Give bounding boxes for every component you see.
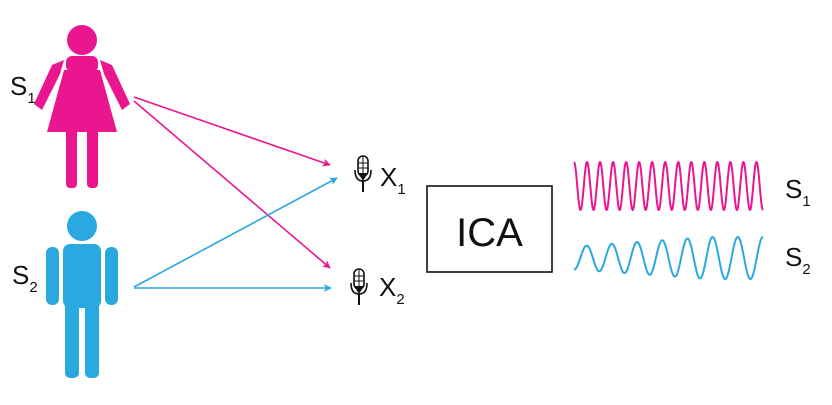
ica-box	[426, 185, 553, 273]
man-figure-icon	[46, 211, 118, 378]
source-1-label: S1	[10, 71, 36, 107]
arrow-s2-to-x1	[133, 177, 338, 288]
source-2-label: S2	[12, 260, 38, 296]
mixture-1-label: X1	[380, 162, 406, 198]
microphone-icon	[354, 155, 372, 192]
mixture-2-label: X2	[379, 272, 405, 308]
output-1-label: S1	[785, 174, 811, 210]
mixing-arrows	[133, 96, 338, 292]
woman-figure-icon	[34, 25, 130, 188]
output-wave-1	[573, 161, 764, 211]
output-wave-2	[573, 236, 764, 280]
ica-label: ICA	[456, 211, 523, 255]
output-2-label: S2	[785, 242, 811, 278]
arrow-s1-to-x2	[133, 100, 331, 269]
microphone-icon	[350, 268, 368, 305]
arrow-s1-to-x1	[133, 96, 331, 167]
